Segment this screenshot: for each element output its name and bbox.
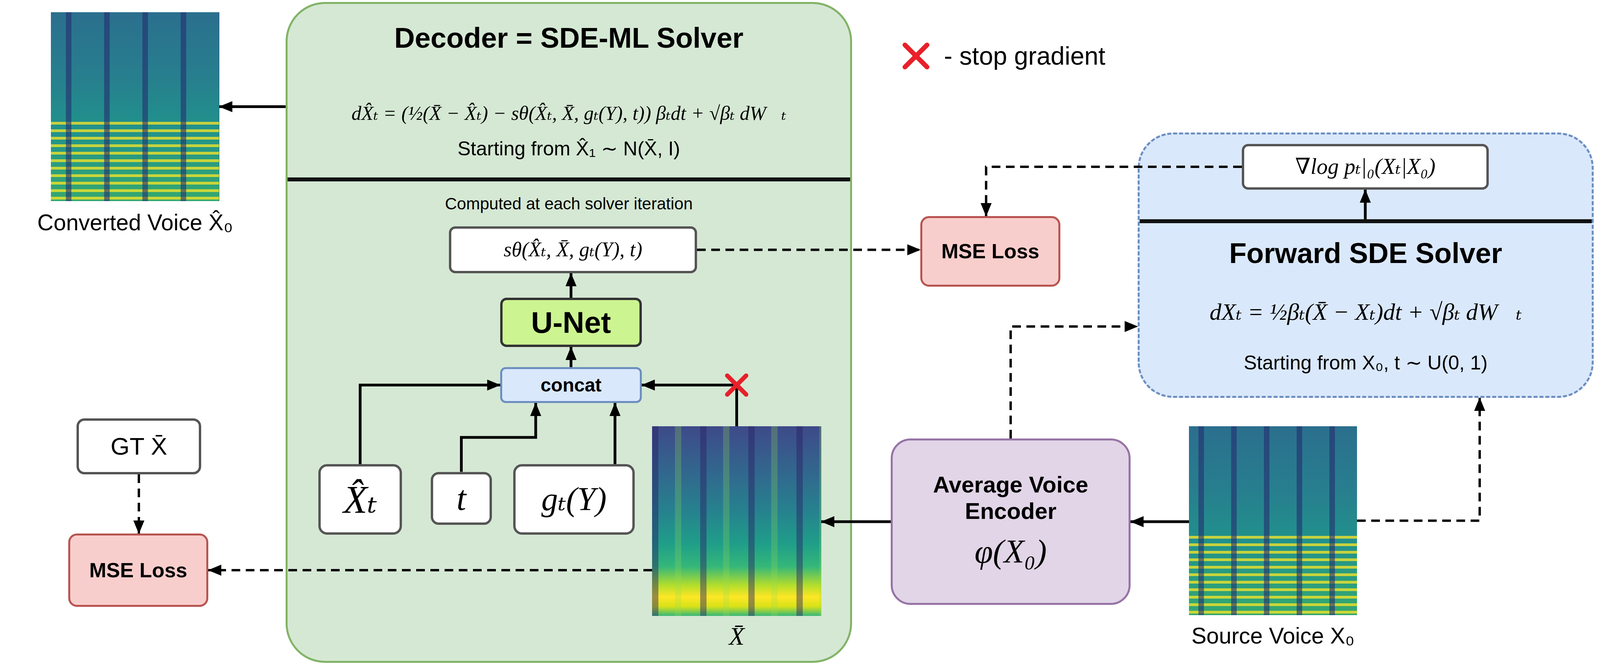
node-label: Source Voice X₀ — [1191, 622, 1355, 650]
node-label: X̂ₜ — [343, 476, 378, 524]
node-label: t — [456, 477, 466, 520]
node-label: X̄ — [728, 622, 745, 651]
dashed-connector — [1010, 326, 1138, 439]
connector — [821, 520, 891, 524]
connector — [569, 273, 573, 298]
node-label: Computed at each solver iteration — [444, 192, 693, 215]
cross-stroke — [727, 375, 747, 395]
input-box: X̂ₜ — [318, 464, 402, 535]
node-label: Starting from X̂₁ ∼ N(X̄, I) — [457, 135, 681, 162]
legend-entry: - stop gradient — [943, 40, 1106, 72]
average-spectrogram: X̄ — [652, 426, 822, 617]
node-label: concat — [540, 373, 602, 397]
node-label: dX̂ₜ = (½(X̄ − X̂ₜ) − sθ(X̂ₜ, X̄, gₜ(Y),… — [351, 99, 787, 128]
dashed-connector — [1357, 398, 1480, 522]
connector — [360, 385, 501, 465]
solver-panel: Forward SDE Solver dXₜ = ½βₜ(X̄ − Xₜ)dt +… — [1137, 132, 1594, 399]
connector — [1130, 520, 1189, 524]
connector — [613, 403, 617, 465]
connector — [219, 105, 286, 109]
connector — [641, 385, 737, 427]
score-target-box: ∇log pₜ|₀(Xₜ|X₀) — [1241, 143, 1489, 190]
input-box: t — [430, 472, 492, 526]
output-spectrogram: Converted Voice X̂₀ — [50, 12, 220, 202]
node-label: φ(X₀) — [974, 532, 1047, 572]
dashed-connector — [137, 474, 141, 534]
decoder-panel: Decoder = SDE-ML Solver dX̂ₜ = (½(X̄ − X̂… — [285, 1, 853, 664]
encoder-box: Average Voice Encoder φ(X₀) — [890, 438, 1131, 606]
unet-box: U-Net — [500, 297, 642, 348]
node-label: GT X̄ — [110, 431, 168, 462]
divider-line — [287, 177, 851, 182]
node-label: Decoder = SDE-ML Solver — [394, 21, 744, 55]
legend-cross-symbol — [904, 44, 928, 68]
dashed-connector — [986, 166, 1242, 217]
loss-box: MSE Loss — [68, 533, 209, 608]
node-label: dXₜ = ½βₜ(X̄ − Xₜ)dt + √βₜ dW⃗ₜ — [1209, 297, 1522, 327]
loss-box: MSE Loss — [920, 216, 1061, 287]
source-spectrogram: Source Voice X₀ — [1188, 426, 1358, 616]
node-label: U-Net — [530, 304, 612, 341]
dashed-connector — [208, 569, 653, 572]
cross-stroke — [727, 375, 747, 395]
node-label: sθ(X̂ₜ, X̄, gₜ(Y), t) — [503, 237, 643, 262]
score-box: sθ(X̂ₜ, X̄, gₜ(Y), t) — [448, 226, 698, 274]
node-label: Average Voice Encoder — [900, 471, 1121, 525]
dashed-connector — [697, 248, 921, 252]
node-label: ∇log pₜ|₀(Xₜ|X₀) — [1295, 153, 1436, 180]
node-label: MSE Loss — [941, 239, 1040, 264]
node-label: gₜ(Y) — [541, 479, 607, 520]
connector — [461, 403, 537, 473]
connector — [1364, 189, 1367, 220]
cross-stroke — [904, 44, 928, 68]
divider-line — [1139, 219, 1592, 224]
node-label: MSE Loss — [89, 558, 188, 583]
connector — [569, 347, 573, 368]
node-label: Forward SDE Solver — [1229, 236, 1503, 270]
concat-box: concat — [500, 367, 642, 404]
stop-gradient-mark — [727, 375, 747, 395]
cross-stroke — [904, 44, 928, 68]
legend-text: - stop gradient — [943, 40, 1106, 72]
ground-truth-box: GT X̄ — [76, 418, 202, 475]
input-box: gₜ(Y) — [513, 464, 635, 535]
node-label: Converted Voice X̂₀ — [37, 208, 234, 237]
node-label: Starting from X₀, t ∼ U(0, 1) — [1243, 349, 1488, 376]
